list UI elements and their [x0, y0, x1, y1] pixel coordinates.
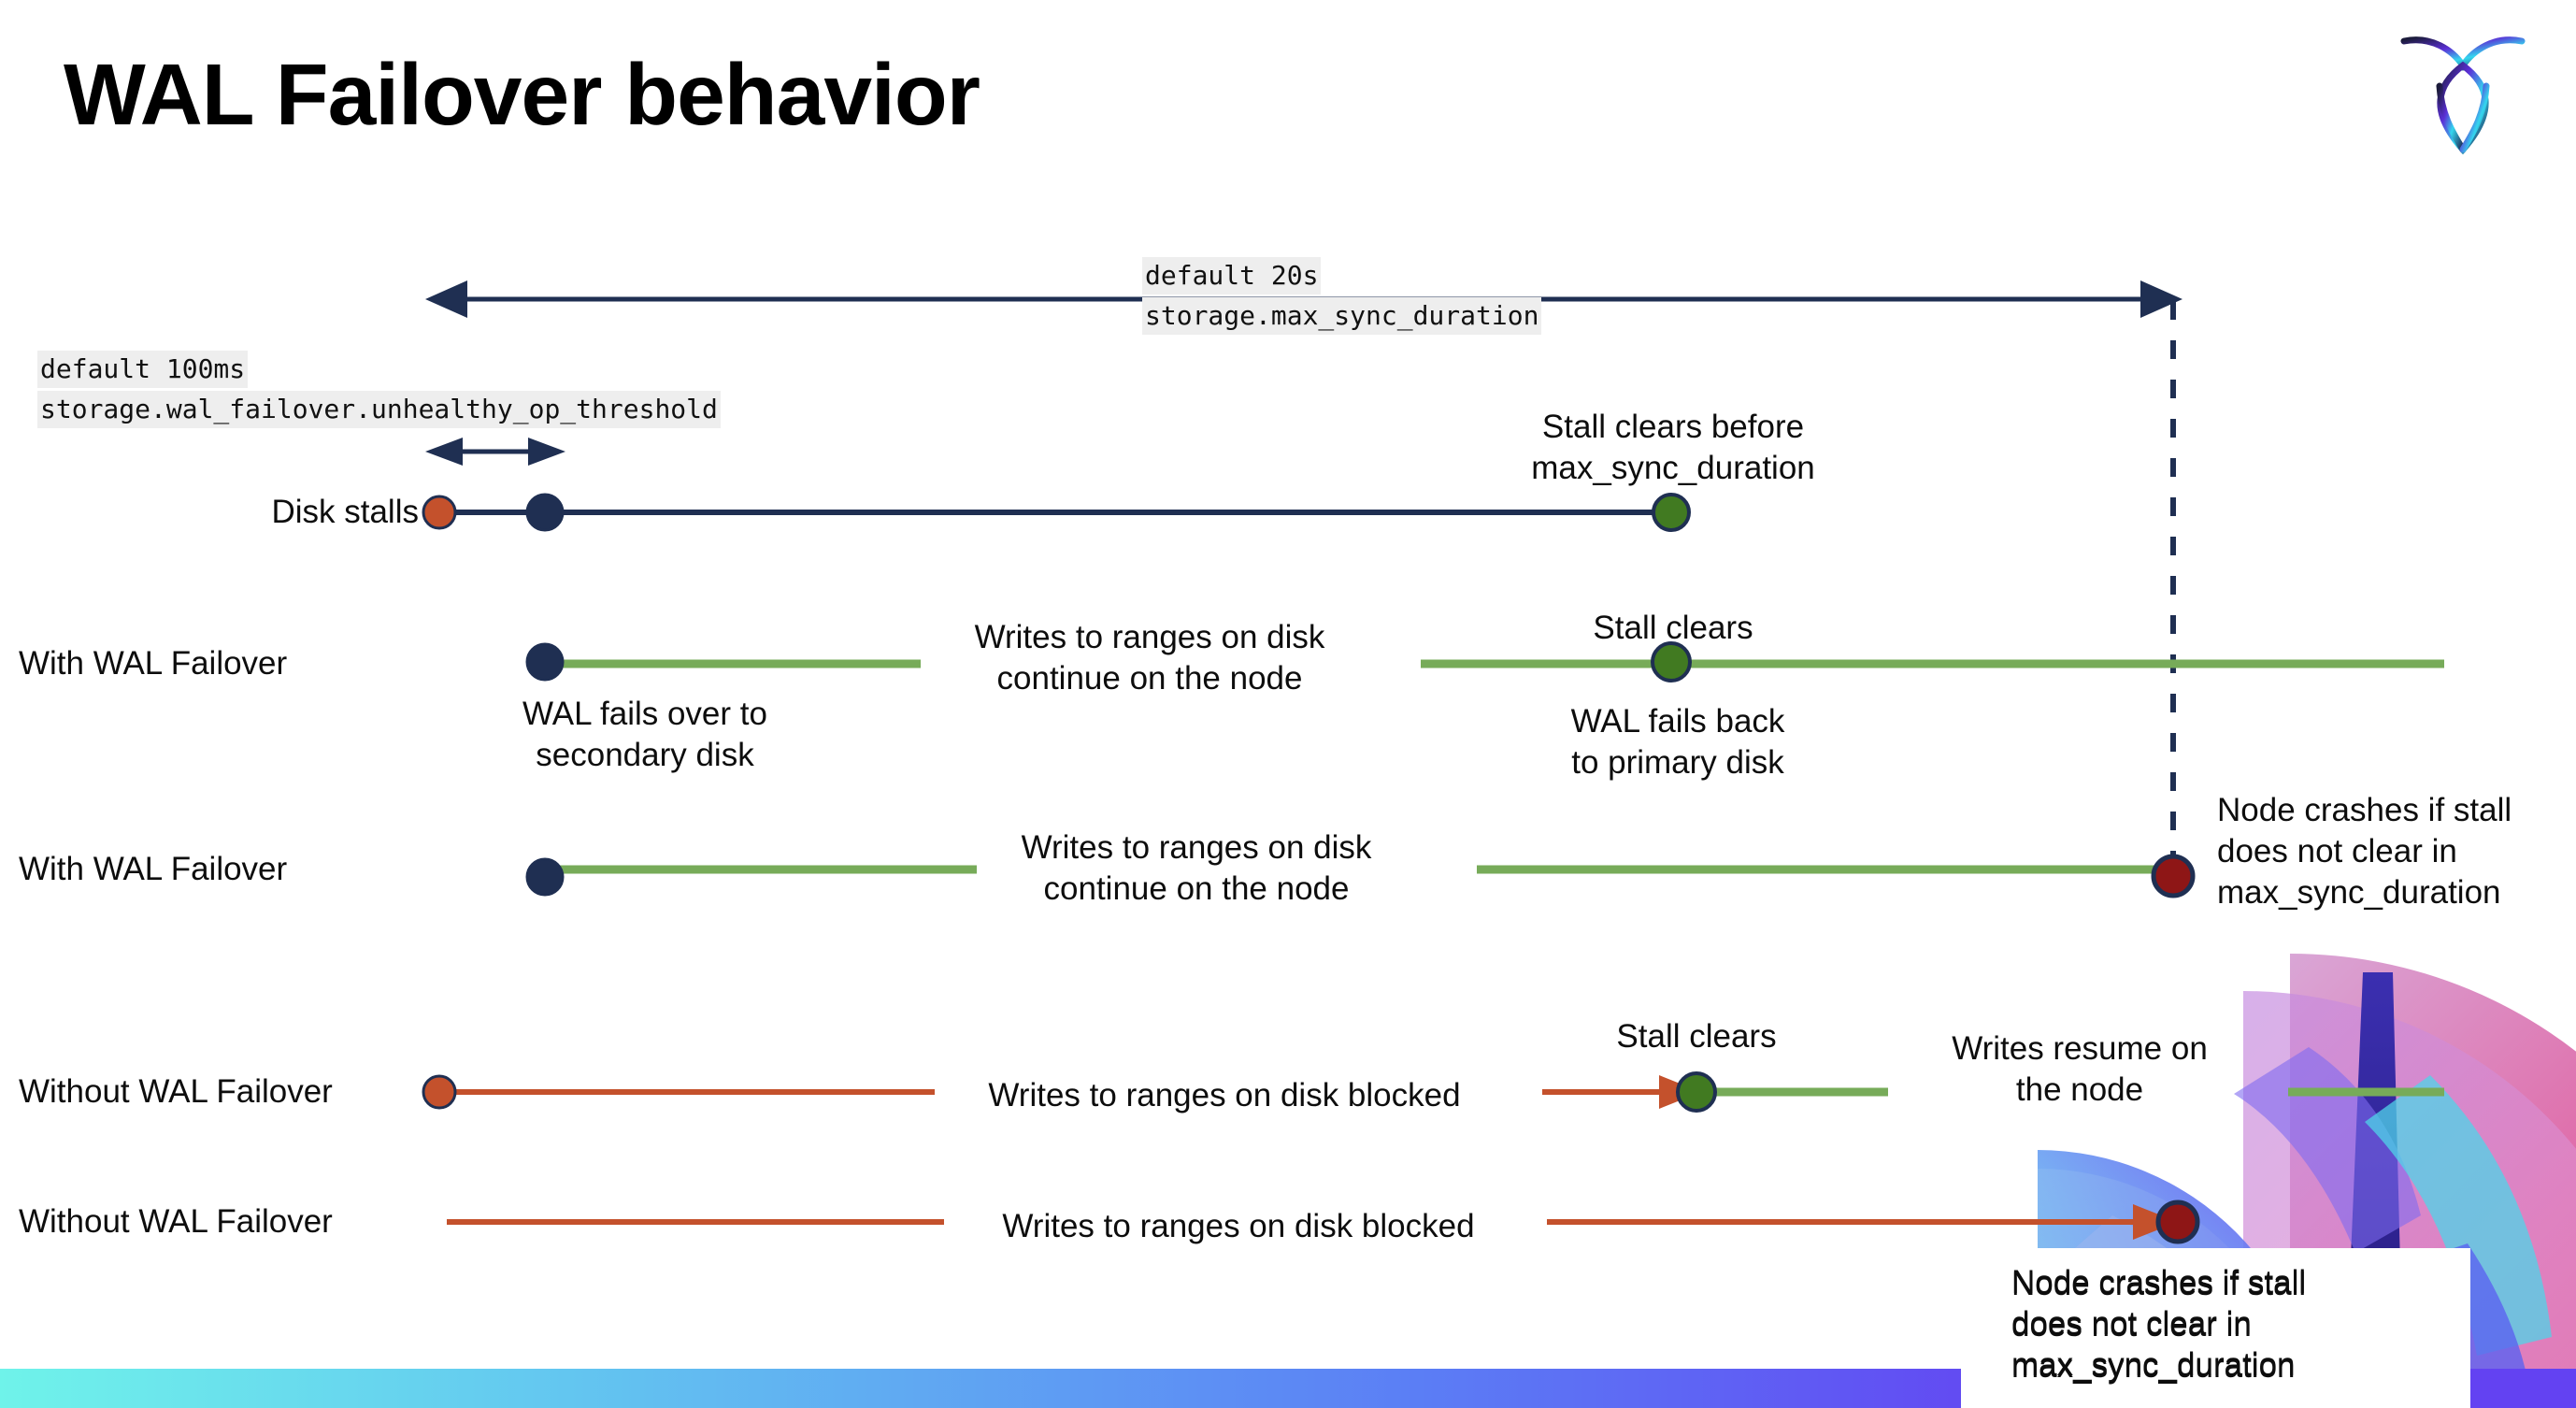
max-sync-duration-setting-chip: storage.max_sync_duration	[1142, 297, 1542, 335]
annotation-writes-resume: Writes resume on the node	[1952, 1030, 2208, 1108]
row-label-without-wal-failover-1: Without WAL Failover	[19, 1073, 333, 1110]
timeline-disk-stalls	[422, 493, 1691, 532]
row-label-without-wal-failover-2: Without WAL Failover	[19, 1203, 333, 1240]
unhealthy-op-threshold-span-arrow	[425, 438, 565, 466]
page-title: WAL Failover behavior	[64, 46, 980, 143]
annotation-stall-clears-row2: Stall clears	[1593, 610, 1753, 646]
annotation-writes-blocked-1: Writes to ranges on disk blocked	[988, 1077, 1461, 1113]
node-crash-dot	[2155, 1200, 2200, 1244]
stall-start-dot	[422, 1074, 457, 1110]
node-crash-dot	[2151, 854, 2196, 898]
timeline-without-wal-failover-crash	[447, 1200, 2200, 1244]
row-label-disk-stalls: Disk stalls	[271, 494, 419, 530]
annotation-wal-fails-back: WAL fails back to primary disk	[1570, 703, 1785, 781]
stall-clear-dot	[1676, 1071, 1717, 1113]
stall-clear-dot	[1651, 641, 1692, 682]
annotation-node-crashes-2: Node crashes if stall does not clear in …	[2011, 1264, 2307, 1383]
stall-clear-dot	[1652, 493, 1691, 532]
row-label-with-wal-failover-1: With WAL Failover	[19, 645, 288, 682]
annotation-stall-clears-row4: Stall clears	[1616, 1018, 1777, 1055]
node-crashes-callout	[1961, 1248, 2470, 1408]
failover-trigger-dot	[525, 493, 565, 532]
max-sync-duration-default-chip: default 20s	[1142, 257, 1322, 295]
annotation-stall-clears-before-max: Stall clears before max_sync_duration	[1531, 409, 1815, 486]
unhealthy-op-threshold-setting-chip: storage.wal_failover.unhealthy_op_thresh…	[37, 391, 721, 428]
failover-dot	[525, 642, 565, 682]
cockroachdb-logo-icon	[2383, 21, 2542, 161]
row-label-with-wal-failover-2: With WAL Failover	[19, 851, 288, 887]
unhealthy-op-threshold-default-chip: default 100ms	[37, 351, 249, 388]
annotation-writes-blocked-2: Writes to ranges on disk blocked	[1002, 1208, 1475, 1244]
timeline-with-wal-failover-clears	[525, 641, 2444, 682]
annotation-wal-fails-over: WAL fails over to secondary disk	[522, 696, 767, 773]
timeline-without-wal-failover-clears	[422, 1071, 2444, 1113]
timeline-with-wal-failover-crash	[525, 854, 2196, 898]
stall-start-dot	[422, 495, 457, 530]
annotation-writes-continue-2: Writes to ranges on disk continue on the…	[1021, 829, 1372, 907]
annotation-writes-continue-1: Writes to ranges on disk continue on the…	[974, 619, 1325, 697]
annotation-node-crashes-1: Node crashes if stall does not clear in …	[2217, 792, 2512, 911]
failover-dot	[525, 857, 565, 897]
annotation-node-crashes-2-overlay: Node crashes if stall does not clear in …	[2011, 1266, 2307, 1385]
